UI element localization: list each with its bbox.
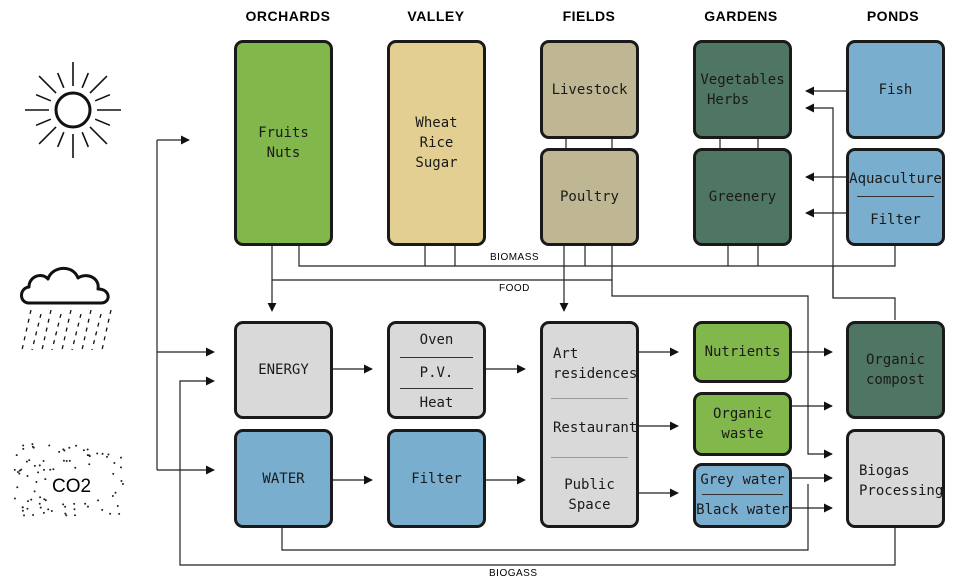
food-line (271, 245, 613, 281)
biomass-line (298, 245, 896, 267)
column-header-orchards: ORCHARDS (245, 8, 331, 24)
energy-sources-box: Oven P.V. Heat (387, 321, 486, 419)
sun-icon (25, 62, 121, 158)
pv-label: P.V. (419, 365, 454, 381)
restaurant-label: Restaurant (553, 420, 638, 436)
heat-label: Heat (419, 395, 454, 411)
valley-box: Wheat Rice Sugar (387, 40, 486, 246)
organic-waste-box: Organic waste (693, 392, 792, 456)
divider (400, 388, 473, 389)
aquaculture-filter-label: Filter (870, 212, 921, 228)
column-header-gardens: GARDENS (704, 8, 778, 24)
column-header-fields: FIELDS (562, 8, 616, 24)
biomass-label: BIOMASS (487, 252, 543, 264)
oven-label: Oven (419, 332, 454, 348)
greenery-label: Greenery (708, 189, 777, 205)
public-label: Public (564, 477, 615, 493)
biogass-label: BIOGASS (486, 568, 541, 580)
compost-to-vegetables (805, 103, 834, 298)
energy-box: ENERGY (234, 321, 333, 419)
residences-label: residences (553, 366, 638, 382)
column-header-ponds: PONDS (866, 8, 920, 24)
water-box: WATER (234, 429, 333, 528)
herbs-label: Herbs (707, 91, 750, 108)
water-return-line (281, 484, 809, 551)
poultry-to-biogas (611, 280, 833, 459)
column-header-valley: VALLEY (407, 8, 465, 24)
rain-cloud-icon (20, 266, 112, 351)
aquaculture-box: Aquaculture Filter (846, 148, 945, 246)
wastewater-box: Grey water Black water (693, 463, 792, 528)
food-label: FOOD (496, 283, 533, 295)
grey-water-label: Grey water (700, 472, 785, 488)
fish-label: Fish (878, 81, 913, 98)
nutrients-label: Nutrients (704, 344, 781, 360)
rice-label: Rice (419, 135, 454, 151)
nutrients-box: Nutrients (693, 321, 792, 383)
energy-label: ENERGY (258, 362, 309, 378)
biogas-label: Biogas (859, 463, 910, 479)
biomass-to-compost (832, 266, 896, 320)
divider (702, 494, 783, 495)
water-filter-label: Filter (411, 470, 462, 487)
orchards-box: Fruits Nuts (234, 40, 333, 246)
poultry-label: Poultry (559, 189, 619, 205)
water-label: WATER (262, 470, 305, 487)
livestock-label: Livestock (551, 81, 628, 98)
organic-label: Organic (712, 406, 772, 422)
nuts-label: Nuts (266, 145, 301, 161)
space-label: Space (568, 497, 611, 513)
co2-particles-icon (13, 443, 124, 517)
compost-label: compost (865, 372, 925, 388)
aquaculture-label: Aquaculture (849, 171, 942, 187)
organic-compost-box: Organic compost (846, 321, 945, 419)
vegetables-label: Vegetables (700, 71, 785, 88)
art-label: Art (553, 346, 579, 362)
biogas-processing-box: Biogas Processing (846, 429, 945, 528)
vegetables-box: Vegetables Herbs (693, 40, 792, 139)
fish-box: Fish (846, 40, 945, 139)
livestock-box: Livestock (540, 40, 639, 139)
divider (857, 196, 934, 197)
divider (551, 457, 628, 458)
facilities-box: Art residences Restaurant Public Space (540, 321, 639, 528)
biogass-loop (179, 376, 896, 566)
compost-organic-label: Organic (865, 352, 925, 368)
divider (551, 398, 628, 399)
processing-label: Processing (859, 483, 944, 499)
co2-label: CO2 (52, 476, 92, 497)
waste-label: waste (721, 426, 764, 442)
divider (400, 357, 473, 358)
water-filter-box: Filter (387, 429, 486, 528)
poultry-box: Poultry (540, 148, 639, 246)
sugar-label: Sugar (415, 155, 458, 171)
black-water-label: Black water (696, 502, 789, 518)
fruits-label: Fruits (258, 125, 309, 141)
wheat-label: Wheat (415, 115, 458, 131)
greenery-box: Greenery (693, 148, 792, 246)
